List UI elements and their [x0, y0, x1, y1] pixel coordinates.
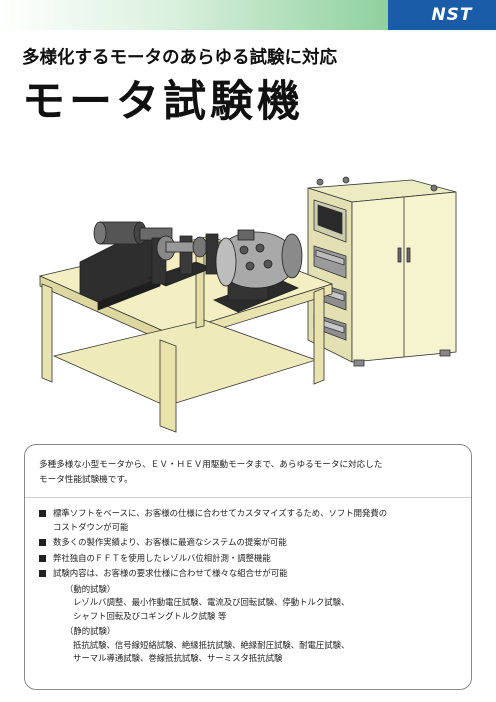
page-title: モータ試験機 — [22, 77, 304, 127]
feature-text: 標準ソフトをベースに、お客様の仕様に合わせてカスタマイズするため、ソフト開発費の — [53, 508, 388, 518]
square-bullet-icon — [39, 539, 46, 546]
square-bullet-icon — [39, 510, 46, 517]
feature-text: 数多くの製作実績より、お客様に最適なシステムの提案が可能 — [53, 537, 287, 547]
logo-box: NST — [388, 0, 496, 30]
top-banner: NST — [0, 0, 496, 30]
page-subtitle: 多様化するモータのあらゆる試験に対応 — [22, 48, 337, 68]
dynamic-test-list: レゾルバ調整、最小作動電圧試験、電流及び回転試験、停動トルク試験、 — [73, 597, 350, 607]
feature-text: 試験内容は、お客様の要求仕様に合わせて様々な組合せが可能 — [53, 568, 288, 578]
feature-item: 試験内容は、お客様の要求仕様に合わせて様々な組合せが可能 — [39, 567, 457, 581]
control-cabinet — [307, 176, 457, 367]
static-test-heading: （静的試験） — [65, 626, 116, 636]
motor-under-test — [212, 229, 303, 313]
feature-item: 数多くの製作実績より、お客様に最適なシステムの提案が可能 — [39, 536, 457, 550]
static-test-list: 抵抗試験、信号線短絡試験、絶縁抵抗試験、絶縁耐圧試験、耐電圧試験、 — [73, 639, 350, 650]
static-test-list: サーマル導通試験、巻線抵抗試験、サーミスタ抵抗試験 — [73, 653, 283, 663]
square-bullet-icon — [39, 570, 46, 577]
motor-test-bench-illustration — [38, 176, 457, 433]
company-logo: NST — [431, 5, 473, 25]
feature-item: 標準ソフトをベースに、お客様の仕様に合わせてカスタマイズするため、ソフト開発費の… — [39, 507, 457, 534]
feature-text: コストダウンが可能 — [53, 521, 129, 532]
feature-info-box: 多種多様な小型モータから、ＥＶ・ＨＥＶ用駆動モータまで、あらゆるモータに対応した… — [24, 444, 472, 690]
dynamic-test-list: シャフト回転及びコギングトルク試験 等 — [73, 610, 227, 621]
square-bullet-icon — [39, 554, 46, 562]
intro-text: 多種多様な小型モータから、ＥＶ・ＨＥＶ用駆動モータまで、あらゆるモータに対応した… — [39, 458, 457, 488]
feature-text: 弊社独自のＦＦＴを使用したレゾルバ位相計測・調整機能 — [53, 552, 271, 563]
section-divider — [25, 497, 471, 498]
coupling-stand — [146, 233, 223, 287]
dynamic-test-heading: （動的試験） — [65, 583, 116, 594]
intro-line: モータ性能試験機です。 — [39, 475, 133, 485]
banner-gradient — [0, 0, 388, 30]
intro-line: 多種多様な小型モータから、ＥＶ・ＨＥＶ用駆動モータまで、あらゆるモータに対応した — [39, 460, 383, 470]
feature-item: 弊社独自のＦＦＴを使用したレゾルバ位相計測・調整機能 — [39, 552, 457, 566]
